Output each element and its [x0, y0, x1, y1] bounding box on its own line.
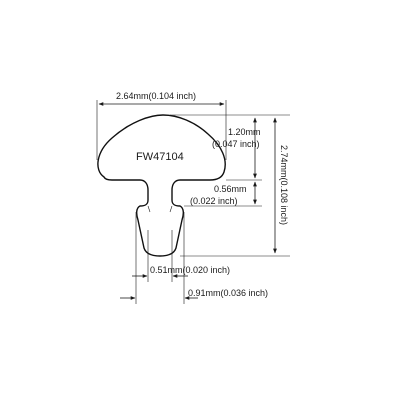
dim-tang-width-text: 0.51mm(0.020 inch) — [150, 265, 230, 275]
tang-notch-left — [147, 205, 151, 213]
dim-crown-width-text: 2.64mm(0.104 inch) — [116, 91, 196, 101]
part-code-label: FW47104 — [136, 151, 184, 163]
dim-neck-gap-mm: 0.56mm — [214, 184, 247, 194]
dim-barb-width-text: 0.91mm(0.036 inch) — [188, 288, 268, 298]
fret-profile — [97, 114, 226, 257]
tang-notch-right — [169, 205, 173, 213]
dim-crown-height-in: (0.047 inch) — [212, 139, 260, 149]
dim-total-height-text: 2.74mm(0.108 inch) — [279, 145, 289, 225]
dim-crown-height-mm: 1.20mm — [228, 127, 261, 137]
dim-neck-gap-in: (0.022 inch) — [190, 196, 238, 206]
